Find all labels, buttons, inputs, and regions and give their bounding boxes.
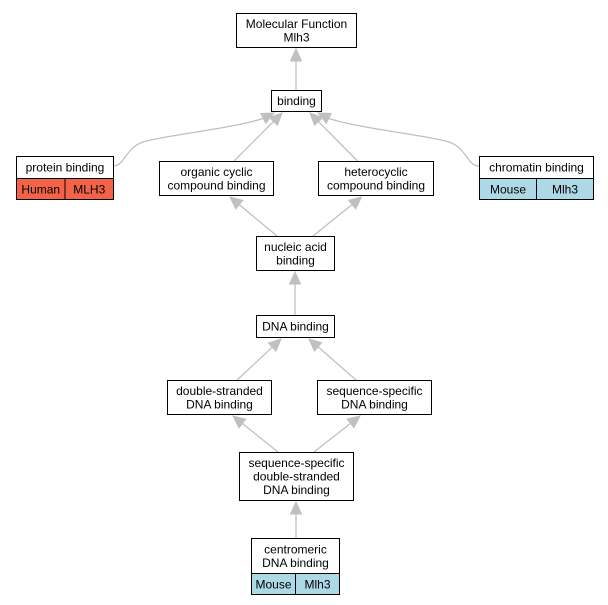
node-protein-binding-tag-label: Human <box>21 183 60 197</box>
edge-nucleic-acid-to-organic-cyclic <box>238 204 278 237</box>
node-heterocyclic-box <box>318 161 434 196</box>
edge-organic-cyclic-to-binding <box>233 121 274 162</box>
node-organic-cyclic-label-line: organic cyclic <box>180 165 252 179</box>
edge-nucleic-acid-to-organic-cyclic-arrow <box>229 196 244 210</box>
node-nucleic-acid-label-line: binding <box>276 253 315 267</box>
node-ss-dna-label-line: DNA binding <box>341 397 408 411</box>
edge-heterocyclic-to-binding <box>317 121 358 162</box>
node-ss-ds-dna-box <box>239 452 354 501</box>
node-protein-binding-tag-label: MLH3 <box>73 183 105 197</box>
node-chromatin-binding-tag-label: Mlh3 <box>552 183 578 197</box>
node-molecular-function-box <box>236 13 357 48</box>
edge-ss-ds-dna-to-ds-dna <box>241 422 279 453</box>
node-heterocyclic-label-line: heterocyclic <box>344 165 407 179</box>
edge-centromeric-to-ss-ds-dna-arrow <box>289 500 303 515</box>
edge-binding-to-molecular-function-arrow <box>289 47 303 62</box>
node-binding-box <box>271 90 322 112</box>
node-binding-label-line: binding <box>277 94 316 108</box>
edge-ss-ds-dna-to-ds-dna-arrow <box>232 415 247 429</box>
node-nucleic-acid-label-line: nucleic acid <box>264 240 327 254</box>
node-ss-ds-dna-label-line: double-stranded <box>253 470 340 484</box>
node-organic-cyclic-box <box>159 161 274 196</box>
node-protein-binding-label-line: protein binding <box>26 161 105 175</box>
node-centromeric-tag-label: Mouse <box>255 578 291 592</box>
node-ss-ds-dna-label-line: sequence-specific <box>248 456 344 470</box>
node-molecular-function-label-line: Mlh3 <box>283 30 309 44</box>
node-centromeric-box <box>251 538 340 574</box>
node-ds-dna-label-line: DNA binding <box>186 397 253 411</box>
node-chromatin-binding-tag-cell <box>536 178 594 200</box>
edge-ds-dna-to-dna-binding <box>236 346 273 381</box>
node-chromatin-binding-label-line: chromatin binding <box>489 161 584 175</box>
node-centromeric-tag-label: Mlh3 <box>304 578 330 592</box>
edge-ss-ds-dna-to-ss-dna <box>313 422 351 453</box>
node-nucleic-acid-box <box>256 236 335 271</box>
node-dna-binding-label-line: DNA binding <box>262 320 329 334</box>
edge-ss-ds-dna-to-ss-dna-arrow <box>346 415 361 429</box>
node-centromeric-label-line: centromeric <box>264 542 327 556</box>
edge-chromatin-binding-to-binding <box>328 117 480 167</box>
node-binding[interactable]: binding <box>271 90 322 112</box>
node-molecular-function-label-line: Molecular Function <box>246 17 347 31</box>
node-centromeric-tag-cell <box>295 573 340 595</box>
edge-nucleic-acid-to-heterocyclic <box>312 204 353 237</box>
edge-protein-binding-to-binding <box>112 117 264 167</box>
edge-dna-binding-to-nucleic-acid-arrow <box>288 270 302 285</box>
node-dna-binding-box <box>256 315 335 338</box>
edge-nucleic-acid-to-heterocyclic-arrow <box>347 196 363 210</box>
node-centromeric-label-line: DNA binding <box>262 556 329 570</box>
node-heterocyclic-label-line: compound binding <box>327 178 425 192</box>
node-ss-dna-label-line: sequence-specific <box>326 384 422 398</box>
node-ds-dna-box <box>167 380 272 415</box>
node-ds-dna-label-line: double-stranded <box>176 384 263 398</box>
node-ss-ds-dna-label-line: DNA binding <box>263 483 330 497</box>
node-dna-binding[interactable]: DNA binding <box>256 315 335 338</box>
edges-layer <box>112 47 480 538</box>
edge-organic-cyclic-to-binding-arrow <box>268 112 283 127</box>
edge-ss-dna-to-dna-binding <box>317 346 357 381</box>
node-protein-binding-tag-cell <box>64 178 114 200</box>
node-ss-dna-box <box>317 380 432 415</box>
node-organic-cyclic-label-line: compound binding <box>167 178 265 192</box>
node-chromatin-binding-tag-label: Mouse <box>490 183 526 197</box>
